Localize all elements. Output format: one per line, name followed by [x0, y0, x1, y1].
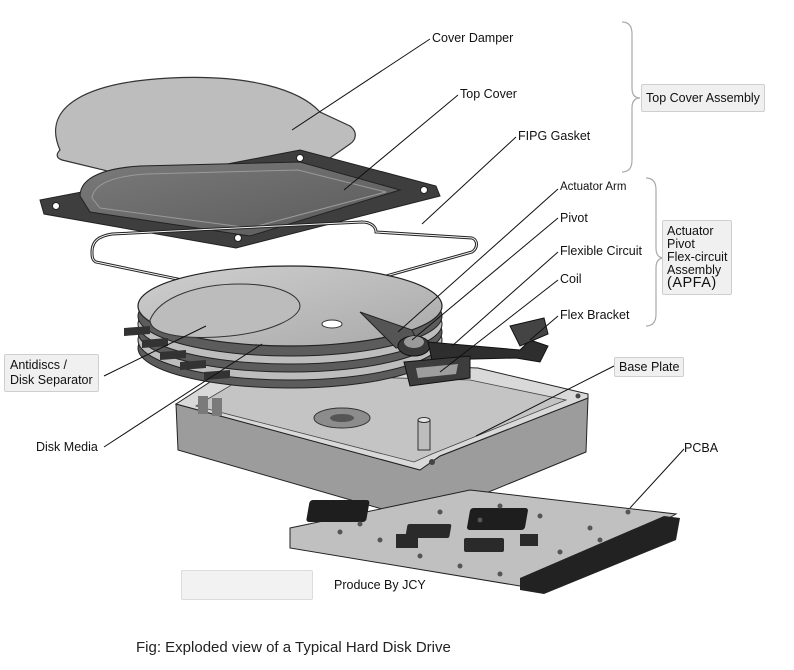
pcba-label: PCBA — [684, 441, 719, 455]
leader-lines — [103, 38, 685, 509]
fipg-gasket-part — [90, 220, 478, 303]
base-plate-label: Base Plate — [614, 357, 685, 377]
apfa-line-4: Assembly — [667, 263, 722, 277]
disk-stack-part — [124, 265, 443, 389]
apfa-line-5: (APFA) — [667, 275, 717, 291]
flexible-circuit-label: Flexible Circuit — [560, 244, 642, 258]
pivot-label: Pivot — [560, 211, 588, 225]
disk-media-label: Disk Media — [36, 440, 98, 454]
antidiscs-line-2: Disk Separator — [10, 373, 93, 387]
blank-frame — [181, 570, 313, 600]
top-cover-label: Top Cover — [460, 87, 517, 101]
top-cover-assembly-label: Top Cover Assembly — [641, 84, 765, 112]
credit-text: Produce By JCY — [334, 578, 426, 592]
base-plate-text: Base Plate — [619, 360, 680, 374]
apfa-line-3: Flex-circuit — [667, 250, 728, 264]
fipg-gasket-label: FIPG Gasket — [518, 129, 591, 143]
group-braces — [621, 21, 665, 327]
apfa-group-label: Actuator Pivot Flex-circuit Assembly (AP… — [662, 220, 733, 295]
top-cover-part — [39, 149, 441, 249]
top-cover-assembly-text: Top Cover Assembly — [646, 91, 760, 105]
antidiscs-line-1: Antidiscs / — [10, 358, 67, 372]
actuator-assembly-part — [359, 311, 549, 387]
cover-damper-label: Cover Damper — [432, 31, 514, 45]
figure-caption: Fig: Exploded view of a Typical Hard Dis… — [136, 639, 451, 656]
flex-bracket-label: Flex Bracket — [560, 308, 630, 322]
coil-label: Coil — [560, 272, 582, 286]
apfa-line-2: Pivot — [667, 237, 695, 251]
actuator-arm-label: Actuator Arm — [560, 181, 627, 193]
antidiscs-label: Antidiscs / Disk Separator — [4, 354, 99, 392]
apfa-line-1: Actuator — [667, 224, 714, 238]
pcba-part — [289, 489, 680, 594]
